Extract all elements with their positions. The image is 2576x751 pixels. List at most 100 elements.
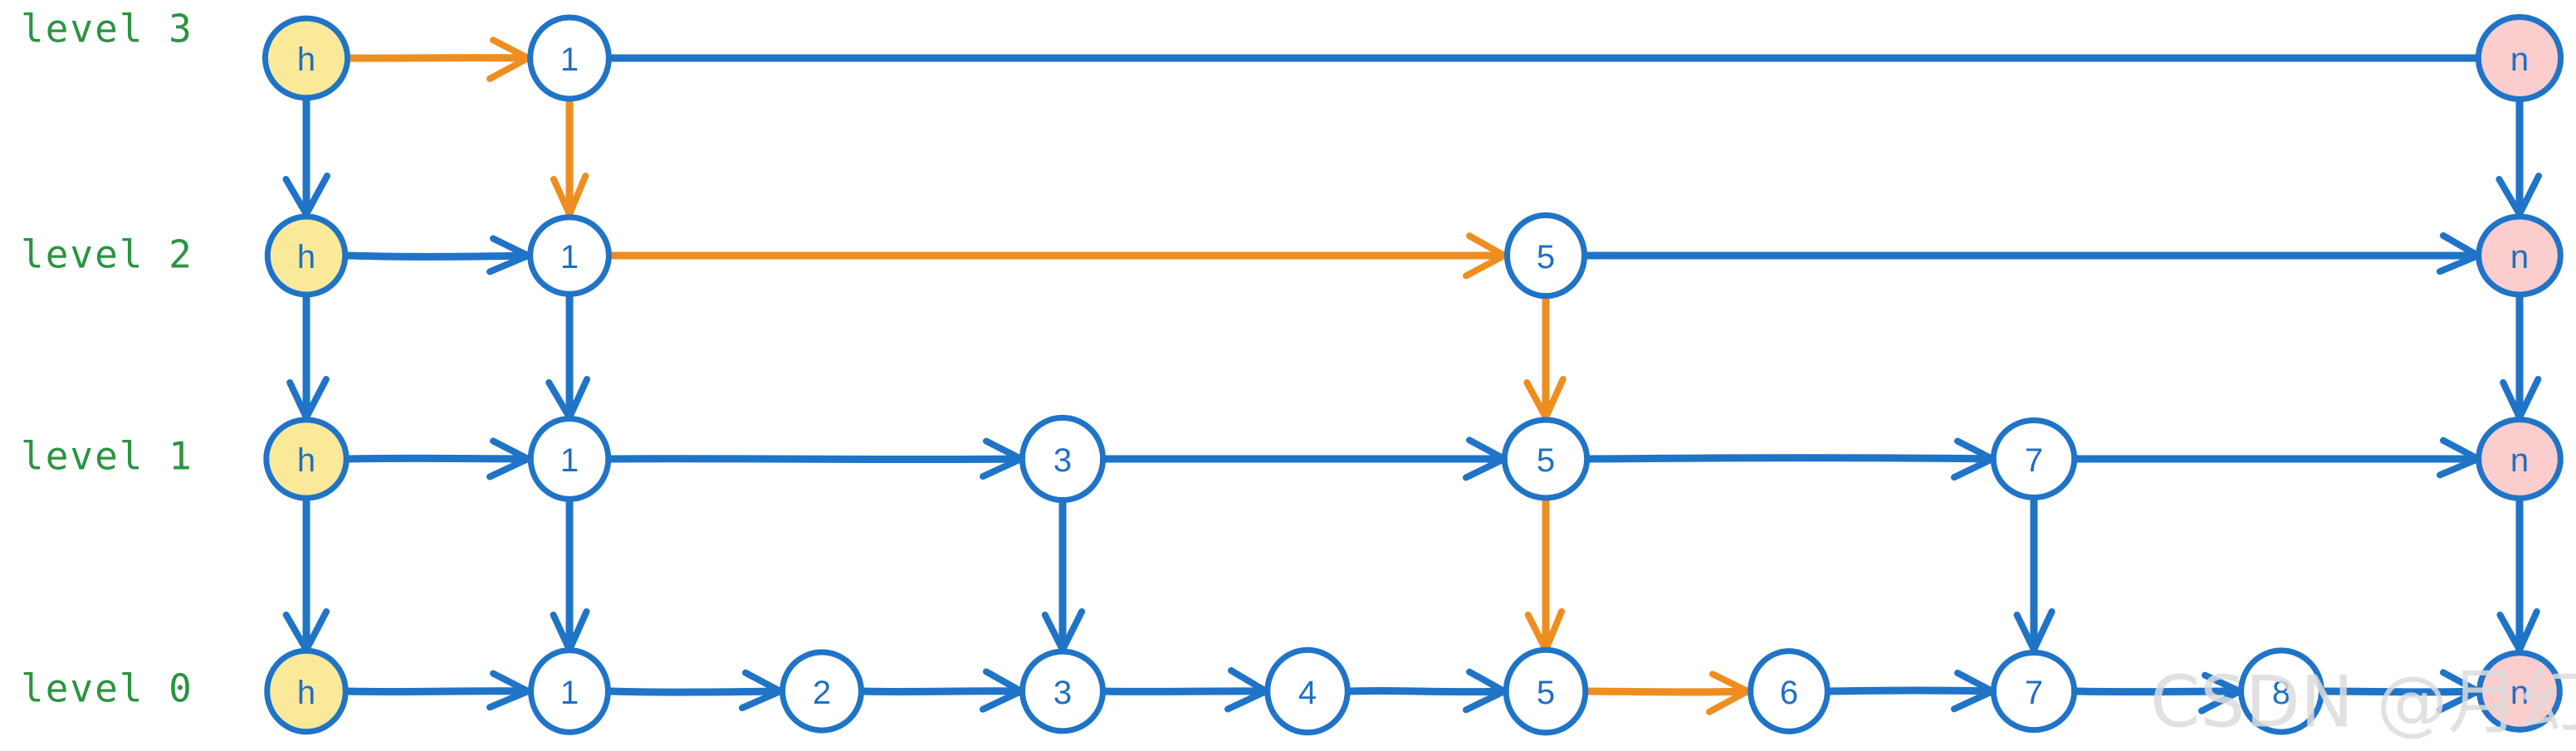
node-circle (527, 14, 612, 102)
node-circle (262, 15, 351, 101)
edge-L1-3-to-L1-5 (1100, 436, 1508, 481)
node-L1-7[interactable]: 7 (1990, 417, 2078, 500)
node-label: 3 (1053, 675, 1072, 711)
node-circle (2475, 14, 2564, 102)
node-L1-3[interactable]: 3 (1019, 414, 1107, 504)
node-L0-4[interactable]: 4 (1264, 646, 1351, 736)
edge-L3-h-to-L2-h (282, 95, 330, 218)
edge-L1-5-to-L0-5 (1524, 496, 1565, 654)
node-label: 3 (1053, 442, 1072, 479)
edge-L2-5-to-L1-5 (1523, 293, 1567, 422)
edge-L2-5-to-L2-n (1583, 232, 2482, 276)
node-label: h (297, 41, 315, 78)
edge-L1-7-to-L1-n (2071, 436, 2482, 479)
node-label: 1 (560, 239, 579, 276)
edge-L3-1-to-L2-1 (550, 95, 589, 218)
node-L2-n[interactable]: n (2476, 213, 2564, 298)
edge-L0-3-to-L0-4 (1100, 667, 1270, 713)
node-L2-1[interactable]: 1 (527, 214, 612, 297)
node-L1-h[interactable]: h (263, 417, 349, 501)
edge-L3-n-to-L2-n (2495, 95, 2543, 218)
node-label: 1 (560, 442, 579, 479)
edge-L1-5-to-L1-7 (1583, 437, 1997, 481)
node-circle (1503, 646, 1589, 736)
node-L0-5[interactable]: 5 (1503, 646, 1589, 736)
node-circle (2476, 213, 2564, 298)
node-L0-7[interactable]: 7 (1990, 649, 2078, 734)
node-L0-h[interactable]: h (264, 647, 349, 735)
node-label: 5 (1537, 239, 1555, 276)
node-L0-2[interactable]: 2 (780, 649, 864, 734)
node-label: h (297, 442, 315, 479)
edge-L1-3-to-L0-3 (1041, 496, 1086, 654)
node-L2-h[interactable]: h (264, 213, 349, 298)
node-L2-5[interactable]: 5 (1503, 212, 1588, 300)
edge-L1-h-to-L1-1 (344, 437, 532, 480)
node-label: 7 (2025, 442, 2043, 479)
node-circle (527, 214, 612, 297)
node-L3-h[interactable]: h (262, 15, 351, 101)
node-L0-8[interactable]: 8 (2238, 647, 2324, 735)
node-circle (1990, 649, 2078, 734)
node-label: 4 (1298, 675, 1317, 711)
edge-L2-n-to-L1-n (2500, 293, 2542, 422)
node-label: h (297, 239, 315, 276)
node-L0-3[interactable]: 3 (1019, 648, 1106, 734)
node-L3-n[interactable]: n (2475, 14, 2564, 102)
node-circle (1019, 648, 1106, 734)
node-circle (528, 647, 611, 735)
node-L3-1[interactable]: 1 (527, 14, 612, 102)
node-circle (263, 417, 349, 501)
node-label: n (2510, 442, 2529, 479)
node-label: 1 (560, 41, 579, 78)
node-label: 2 (813, 675, 831, 711)
node-circle (1747, 648, 1831, 734)
edge-L1-1-to-L1-3 (607, 437, 1025, 480)
node-circle (1990, 417, 2078, 500)
edge-L0-7-to-L0-8 (2071, 671, 2244, 714)
node-layer: h 1 n h 1 5 n h 1 3 5 7 n h 1 2 3 4 5 6 7 8 n (262, 14, 2564, 736)
node-circle (2238, 647, 2324, 735)
level-label-0: level 3 (21, 7, 193, 51)
node-circle (1503, 212, 1588, 300)
node-L0-6[interactable]: 6 (1747, 648, 1831, 734)
node-label: 5 (1537, 675, 1555, 711)
node-circle (264, 213, 349, 298)
node-circle (1264, 646, 1351, 736)
node-label: 7 (2025, 675, 2043, 711)
edge-L2-h-to-L1-h (286, 293, 330, 422)
node-L1-5[interactable]: 5 (1501, 417, 1591, 501)
edge-L0-1-to-L0-2 (607, 669, 785, 712)
node-label: n (2510, 675, 2529, 711)
edge-L0-5-to-L0-6 (1583, 671, 1752, 715)
node-circle (2476, 417, 2564, 501)
node-label: n (2510, 41, 2529, 78)
edge-L2-1-to-L2-5 (607, 232, 1508, 280)
node-circle (527, 416, 612, 502)
edge-L1-1-to-L0-1 (550, 496, 590, 654)
node-L1-n[interactable]: n (2476, 417, 2564, 501)
edge-layer (282, 37, 2543, 715)
node-label: h (297, 675, 315, 711)
edge-L2-1-to-L1-1 (545, 293, 591, 422)
node-circle (1501, 417, 1591, 501)
node-L0-n[interactable]: n (2476, 650, 2563, 733)
node-circle (780, 649, 864, 734)
node-circle (264, 647, 349, 735)
node-label: n (2510, 239, 2529, 276)
node-label: 5 (1537, 442, 1555, 479)
edge-L2-h-to-L2-1 (344, 235, 532, 276)
node-label: 6 (1780, 675, 1798, 711)
edge-L1-7-to-L0-7 (2013, 496, 2055, 654)
node-L0-1[interactable]: 1 (528, 647, 611, 735)
edge-L0-8-to-L0-n (2319, 669, 2482, 714)
node-label: 1 (560, 675, 579, 711)
node-L1-1[interactable]: 1 (527, 416, 612, 502)
level-label-2: level 1 (21, 434, 193, 479)
edge-L0-2-to-L0-3 (859, 668, 1025, 713)
edge-L1-h-to-L0-h (282, 496, 330, 654)
edge-L3-h-to-L3-1 (344, 37, 532, 82)
edge-L0-4-to-L0-5 (1345, 668, 1508, 714)
